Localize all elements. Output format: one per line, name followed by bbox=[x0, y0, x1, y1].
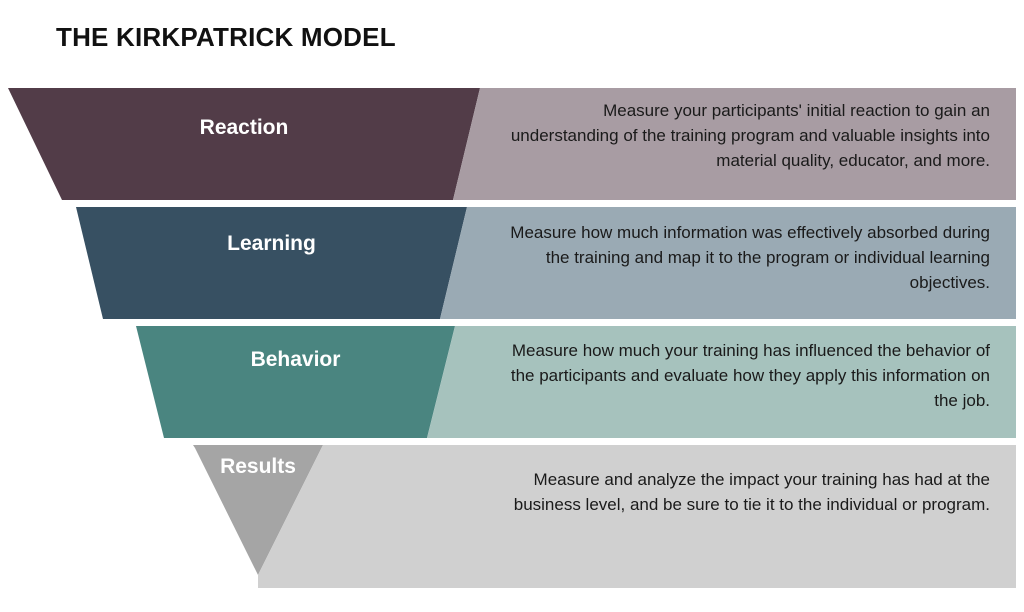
funnel-shape-level-4 bbox=[193, 445, 323, 575]
funnel-shape-level-3 bbox=[136, 326, 455, 438]
description-panel-level-3 bbox=[427, 326, 1016, 438]
funnel-level-description-1: Measure your participants' initial react… bbox=[510, 101, 990, 170]
funnel-level-description-2: Measure how much information was effecti… bbox=[510, 223, 990, 292]
funnel-level-label-4: Results bbox=[220, 455, 296, 478]
funnel-shape-level-2 bbox=[76, 207, 467, 319]
funnel-level-4[interactable] bbox=[0, 445, 1024, 588]
page-title: THE KIRKPATRICK MODEL bbox=[56, 22, 396, 52]
funnel-level-1[interactable] bbox=[0, 88, 1024, 200]
funnel-shape-level-1 bbox=[8, 88, 480, 200]
funnel-level-label-1: Reaction bbox=[199, 116, 289, 139]
description-panel-level-1 bbox=[453, 88, 1016, 200]
funnel-level-label-3: Behavior bbox=[250, 348, 341, 371]
funnel-level-3[interactable] bbox=[0, 326, 1024, 438]
funnel-level-description-3: Measure how much your training has influ… bbox=[510, 341, 990, 410]
funnel-level-label-2: Learning bbox=[227, 232, 316, 255]
funnel-level-2[interactable] bbox=[0, 207, 1024, 319]
description-panel-level-2 bbox=[440, 207, 1016, 319]
description-panel-level-4 bbox=[258, 445, 1016, 588]
funnel-level-description-4: Measure and analyze the impact your trai… bbox=[513, 470, 990, 514]
